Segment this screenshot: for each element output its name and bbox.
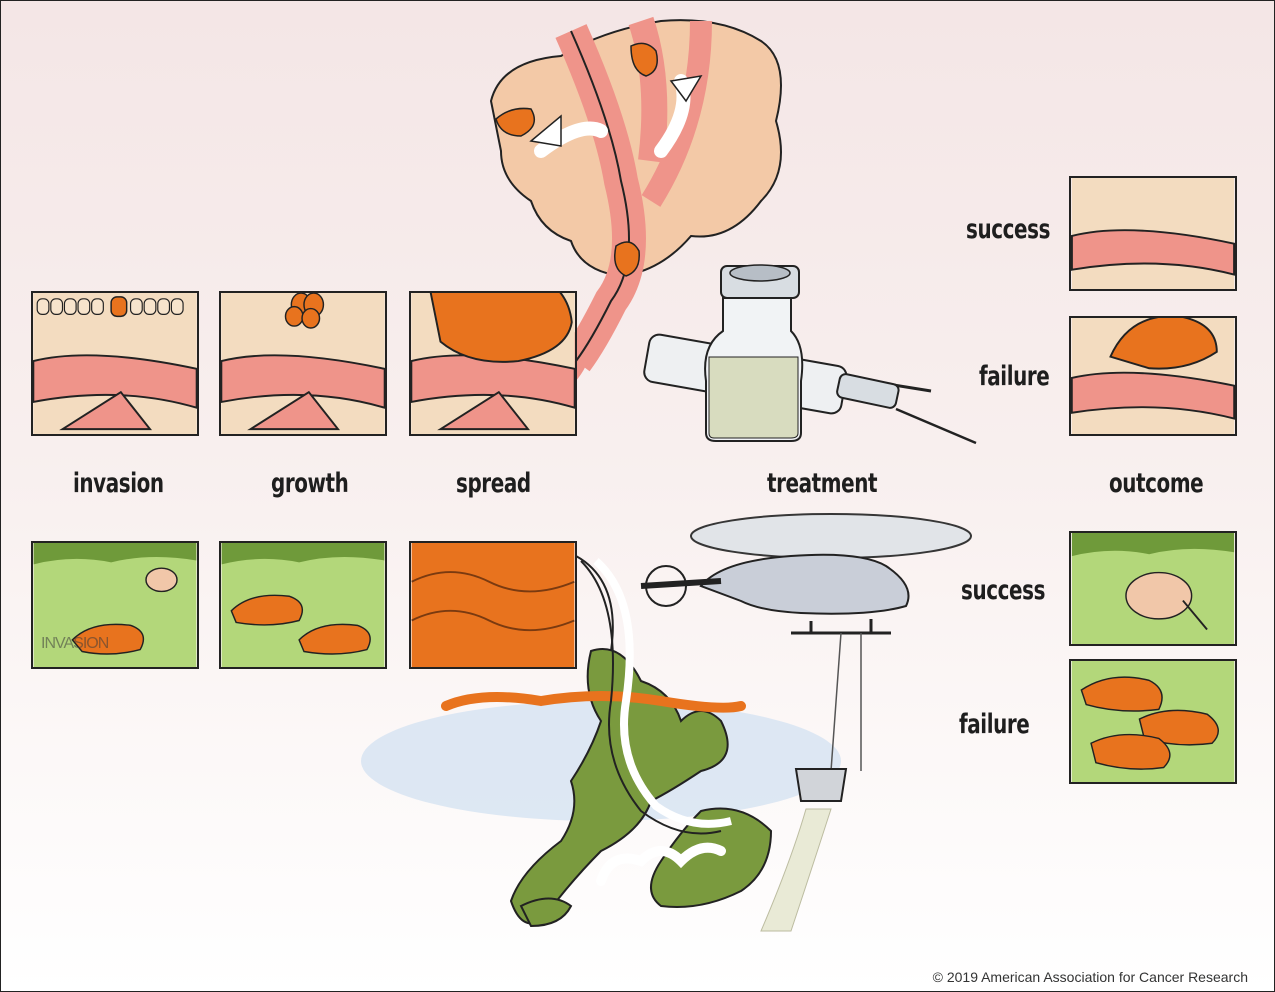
outcome-bottom-success-label: success bbox=[961, 575, 1045, 606]
stage-label-spread: spread bbox=[456, 468, 531, 499]
vial-syringe bbox=[643, 265, 976, 443]
outcome-top-success-label: success bbox=[966, 214, 1050, 245]
spread-field-panel bbox=[409, 541, 577, 669]
outcome-failure-field-panel bbox=[1069, 659, 1237, 784]
invasion-cell-panel bbox=[31, 291, 199, 436]
spread-cell-panel bbox=[409, 291, 577, 436]
stage-label-treatment: treatment bbox=[767, 468, 877, 499]
outcome-top-failure-label: failure bbox=[979, 361, 1049, 392]
outcome-failure-cell-panel bbox=[1069, 316, 1237, 436]
growth-cell-panel bbox=[219, 291, 387, 436]
growth-field-panel bbox=[219, 541, 387, 669]
invasion-field-panel: INVASION bbox=[31, 541, 199, 669]
stage-label-growth: growth bbox=[271, 468, 348, 499]
stage-label-outcome: outcome bbox=[1109, 468, 1203, 499]
outcome-success-cell-panel bbox=[1069, 176, 1237, 291]
panel-watermark: INVASION bbox=[41, 635, 108, 653]
stage-label-invasion: invasion bbox=[73, 468, 164, 499]
copyright-notice: © 2019 American Association for Cancer R… bbox=[933, 969, 1248, 985]
outcome-bottom-failure-label: failure bbox=[959, 709, 1029, 740]
outcome-success-field-panel bbox=[1069, 531, 1237, 646]
